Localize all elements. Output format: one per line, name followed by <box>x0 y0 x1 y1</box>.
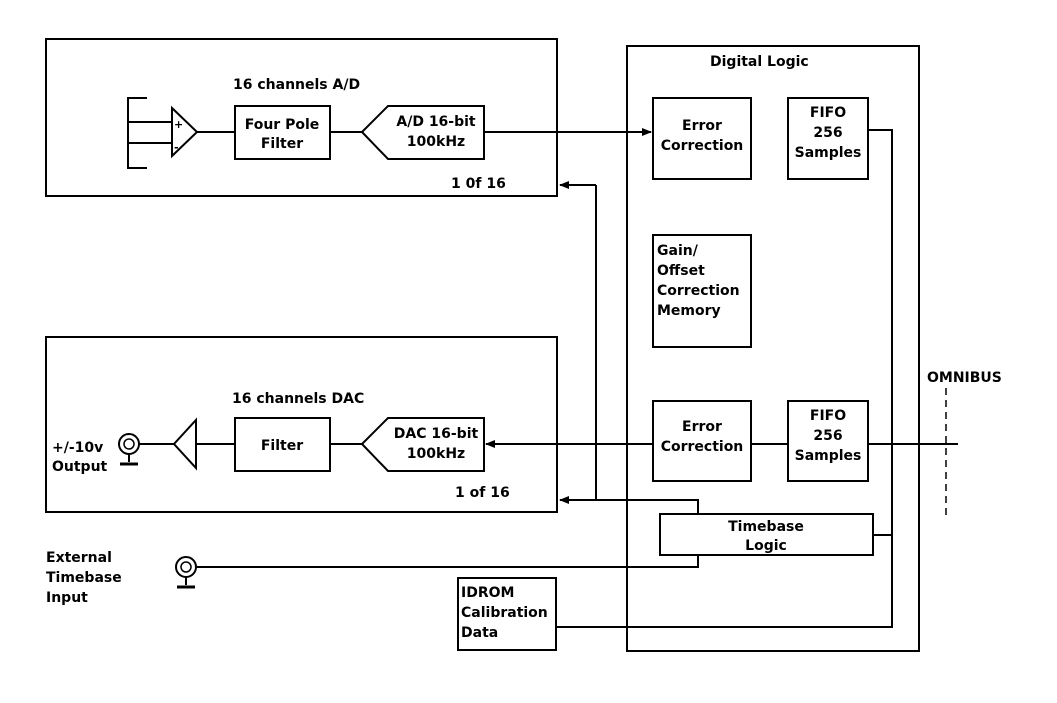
idrom-label-1: IDROM <box>461 585 514 601</box>
error-correction-top-label-1: Error <box>682 118 722 134</box>
dac-section: 16 channels DAC +/-10v Output Filter DAC… <box>45 336 558 513</box>
svg-text:-: - <box>174 141 179 154</box>
svg-text:+: + <box>174 118 183 131</box>
fifo-top-label-1: FIFO <box>810 105 846 121</box>
dac-output-label-2: Output <box>52 459 108 475</box>
dac-section-title: 16 channels DAC <box>232 391 364 407</box>
fifo-bottom-label-2: 256 <box>813 428 842 444</box>
error-correction-bottom-label-2: Correction <box>661 439 744 455</box>
dac-channel-count: 1 of 16 <box>455 485 510 501</box>
ad-converter-block <box>360 105 485 160</box>
fifo-top-label-3: Samples <box>795 145 862 161</box>
gain-offset-memory-block <box>652 234 752 348</box>
fifo-bottom-label-1: FIFO <box>810 408 846 424</box>
error-correction-bottom-block <box>652 400 752 482</box>
gain-offset-label-3: Correction <box>657 283 740 299</box>
omnibus: OMNIBUS <box>927 370 1002 520</box>
gain-offset-label-1: Gain/ <box>657 243 699 259</box>
gain-offset-label-4: Memory <box>657 303 721 319</box>
timebase-logic-label-2: Logic <box>745 538 787 554</box>
ad-input-connector <box>127 97 147 169</box>
digital-logic-section: Digital Logic Error Correction FIFO 256 … <box>626 45 920 652</box>
timebase-logic-block <box>659 513 874 556</box>
idrom-block <box>457 577 557 651</box>
fifo-top-label-2: 256 <box>813 125 842 141</box>
timebase-input-connector-icon <box>175 556 197 589</box>
ad-converter-label-2: 100kHz <box>407 134 465 150</box>
dac-converter-label-2: 100kHz <box>407 446 465 462</box>
external-timebase-label-2: Timebase <box>46 570 122 586</box>
signal-wires <box>196 128 958 628</box>
fifo-bottom-block <box>787 400 869 482</box>
external-timebase-label-1: External <box>46 550 112 566</box>
ad-section: 16 channels A/D + - Four Pole Filter A/D… <box>45 38 558 197</box>
fifo-top-block <box>787 97 869 180</box>
output-connector-icon <box>118 433 140 466</box>
dac-converter-label-1: DAC 16-bit <box>394 426 479 442</box>
timebase-logic-label-1: Timebase <box>728 519 804 535</box>
idrom-label-3: Data <box>461 625 498 641</box>
differential-amplifier-icon <box>171 105 199 159</box>
digital-logic-title: Digital Logic <box>710 54 809 70</box>
fifo-bottom-label-3: Samples <box>795 448 862 464</box>
error-correction-bottom-label-1: Error <box>682 419 722 435</box>
idrom-label-2: Calibration <box>461 605 548 621</box>
dac-converter-block <box>360 417 485 472</box>
external-timebase-label-3: Input <box>46 590 88 606</box>
ad-channel-count: 1 0f 16 <box>451 176 506 192</box>
ad-section-title: 16 channels A/D <box>233 77 360 93</box>
gain-offset-label-2: Offset <box>657 263 705 279</box>
ad-converter-label-1: A/D 16-bit <box>396 114 476 130</box>
omnibus-label: OMNIBUS <box>927 370 1002 386</box>
external-timebase-section: External Timebase Input <box>46 550 197 606</box>
dac-filter-label: Filter <box>261 438 303 454</box>
error-correction-top-label-2: Correction <box>661 138 744 154</box>
four-pole-filter-label-1: Four Pole <box>245 117 320 133</box>
dac-output-label-1: +/-10v <box>52 440 103 456</box>
error-correction-top-block <box>652 97 752 180</box>
dac-filter-block <box>234 417 331 472</box>
idrom-section: IDROM Calibration Data <box>457 577 557 651</box>
four-pole-filter-label-2: Filter <box>261 136 303 152</box>
